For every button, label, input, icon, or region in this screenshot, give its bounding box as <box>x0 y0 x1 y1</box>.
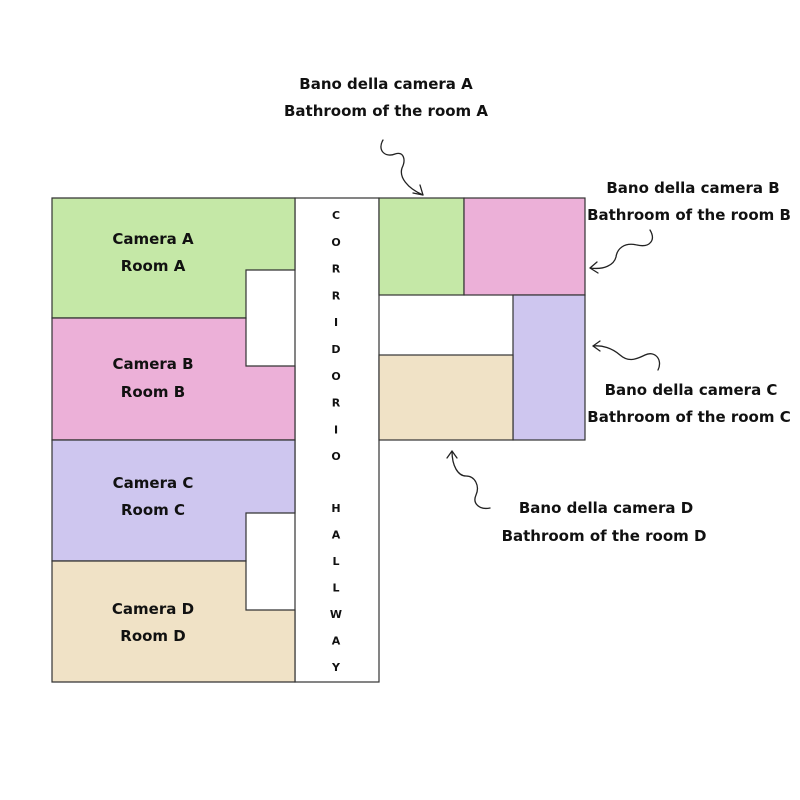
bathroom-b-arrow <box>589 229 653 274</box>
hallway-letter: W <box>330 608 342 621</box>
hallway-letter: H <box>331 502 340 515</box>
hallway-letter: L <box>332 582 339 595</box>
hallway <box>294 197 380 683</box>
bathroom-d-label-1: Bano della camera D <box>519 499 693 517</box>
bathroom-a <box>378 197 465 296</box>
bathroom-a-label-1: Bano della camera A <box>299 75 473 93</box>
room-a-label-1: Camera A <box>112 230 194 248</box>
bathroom-c <box>512 294 586 441</box>
room-b-label-1: Camera B <box>112 355 193 373</box>
bathroom-c-label-1: Bano della camera C <box>605 381 778 399</box>
bathroom-a-label-2: Bathroom of the room A <box>284 102 488 120</box>
bathroom-c-arrow <box>592 340 661 371</box>
bathroom-d <box>378 354 514 441</box>
hallway-letter: R <box>332 289 341 302</box>
hallway-letter: O <box>331 450 340 463</box>
hallway-letter: A <box>332 529 341 542</box>
hallway-letter: O <box>331 370 340 383</box>
room-d-label-1: Camera D <box>112 600 194 618</box>
bathroom-c-label-2: Bathroom of the room C <box>587 408 790 426</box>
hallway-letter: R <box>332 397 341 410</box>
room-c-label-2: Room C <box>121 501 185 519</box>
room-d <box>51 560 296 683</box>
hallway-letter: I <box>334 316 338 329</box>
bathroom-a-arrow <box>380 139 424 196</box>
room-b <box>51 317 296 441</box>
bathroom-b-label-1: Bano della camera B <box>606 179 779 197</box>
hallway-letter: O <box>331 236 340 249</box>
bathroom-b-label-2: Bathroom of the room B <box>587 206 791 224</box>
hallway-letter: D <box>331 343 340 356</box>
room-d-label-2: Room D <box>120 627 185 645</box>
bathroom-d-label-2: Bathroom of the room D <box>502 527 707 545</box>
room-c-label-1: Camera C <box>113 474 194 492</box>
bathroom-d-arrow <box>446 450 491 510</box>
hallway-letter: R <box>332 263 341 276</box>
room-a-label-2: Room A <box>121 257 186 275</box>
hallway-letter: A <box>332 635 341 648</box>
bathroom-b <box>463 197 586 296</box>
hallway-letter: L <box>332 555 339 568</box>
room-b-label-2: Room B <box>121 383 185 401</box>
hallway-letter: C <box>332 209 340 222</box>
hallway-letter: Y <box>331 661 341 674</box>
hallway-letter: I <box>334 423 338 436</box>
